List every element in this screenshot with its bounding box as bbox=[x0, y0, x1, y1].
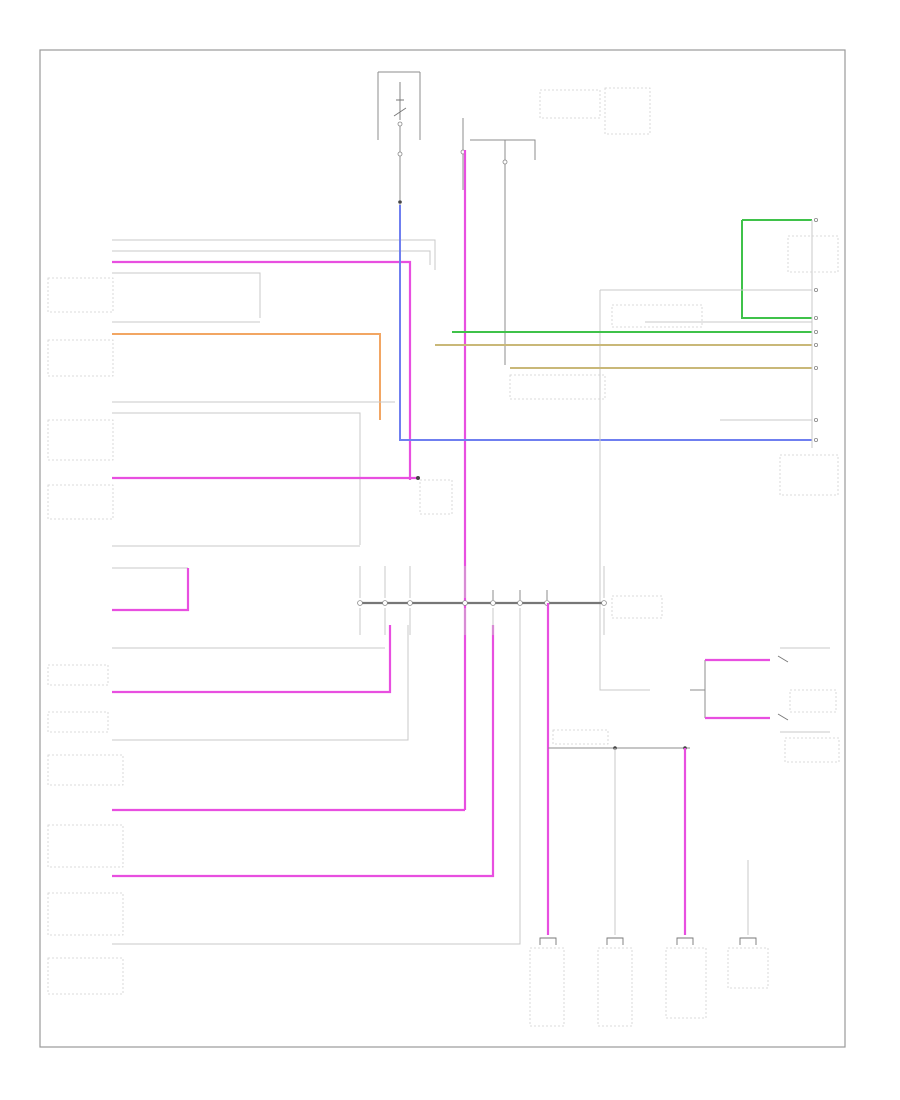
left-module-4 bbox=[47, 484, 114, 520]
lower-right-module-2 bbox=[784, 737, 840, 763]
lower-center-note bbox=[552, 729, 609, 745]
bottom-sensors bbox=[529, 937, 769, 1027]
right-module-mid bbox=[779, 454, 839, 496]
left-module-6 bbox=[47, 711, 109, 733]
sensor-4 bbox=[727, 947, 769, 989]
left-module-3 bbox=[47, 419, 114, 461]
lower-right-branch bbox=[546, 603, 840, 935]
diagram-frame bbox=[39, 49, 846, 1048]
splice-point bbox=[416, 476, 420, 480]
splice-label bbox=[419, 479, 453, 515]
left-module-7 bbox=[47, 754, 124, 786]
sensor-3 bbox=[665, 947, 707, 1019]
left-module-5 bbox=[47, 664, 109, 686]
right-module-top bbox=[787, 235, 839, 273]
bus-bar bbox=[357, 566, 663, 635]
sensor-1 bbox=[529, 947, 565, 1027]
left-module-1 bbox=[47, 277, 114, 313]
right-center-note bbox=[611, 304, 703, 328]
top-right-note bbox=[604, 87, 651, 135]
vertical-feeds bbox=[399, 150, 812, 810]
center-note bbox=[509, 374, 606, 400]
sensor-2 bbox=[597, 947, 633, 1027]
lower-right-module bbox=[789, 689, 837, 713]
left-module-8 bbox=[47, 824, 124, 868]
bus-label bbox=[611, 595, 663, 619]
top-fuse-labels bbox=[539, 89, 601, 119]
left-module-9 bbox=[47, 892, 124, 936]
left-module-2 bbox=[47, 339, 114, 377]
top-fuse-block bbox=[377, 71, 651, 232]
right-connector bbox=[435, 217, 839, 691]
left-module-10 bbox=[47, 957, 124, 995]
left-connector-rows bbox=[47, 239, 521, 995]
